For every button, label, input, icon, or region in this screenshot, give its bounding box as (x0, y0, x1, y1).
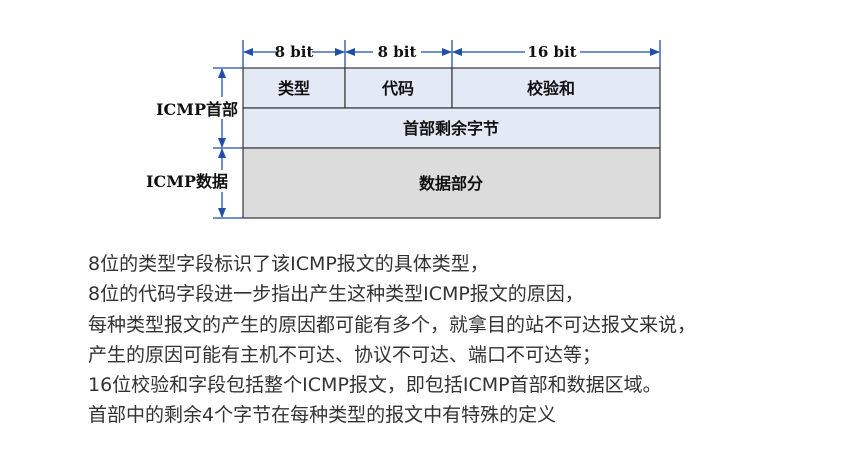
description-line: 产生的原因可能有主机不可达、协议不可达、端口不可达等； (88, 343, 602, 366)
remaining-header-cell (242, 107, 661, 149)
description-line: 8位的代码字段进一步指出产生这种类型ICMP报文的原因， (88, 283, 584, 306)
data-part-label: 数据部分 (419, 174, 483, 193)
type-field-label: 类型 (278, 79, 310, 98)
left-dimension-lines (213, 67, 243, 219)
remaining-header-label: 首部剩余字节 (403, 119, 499, 138)
icmp-data-label: ICMP数据 (146, 172, 228, 191)
width-arrow-checksum: 16 bit (452, 43, 660, 61)
width-arrow-code: 8 bit (345, 43, 452, 61)
code-field-label: 代码 (381, 79, 414, 98)
width-label-code: 8 bit (378, 43, 417, 61)
icmp-format-diagram: 8 bit 8 bit 16 bit 类型 代码 校验和 首部剩余字节 数据部分… (146, 40, 661, 219)
width-label-checksum: 16 bit (527, 43, 576, 61)
description-line: 首部中的剩余4个字节在每种类型的报文中有特殊的定义 (88, 404, 557, 427)
checksum-field-label: 校验和 (527, 79, 575, 98)
description-text: 8位的类型字段标识了该ICMP报文的具体类型， 8位的代码字段进一步指出产生这种… (88, 249, 858, 431)
description-line: 8位的类型字段标识了该ICMP报文的具体类型， (88, 253, 489, 275)
description-line: 每种类型报文的产生的原因都可能有多个，就拿目的站不可达报文来说， (88, 313, 697, 336)
width-label-type: 8 bit (275, 43, 314, 61)
data-part-cell (242, 147, 661, 219)
description-line: 16位校验和字段包括整个ICMP报文，即包括ICMP首部和数据区域。 (88, 374, 662, 397)
icmp-header-label: ICMP首部 (156, 100, 238, 119)
width-arrow-type: 8 bit (243, 43, 345, 61)
code-field-cell (344, 67, 453, 109)
